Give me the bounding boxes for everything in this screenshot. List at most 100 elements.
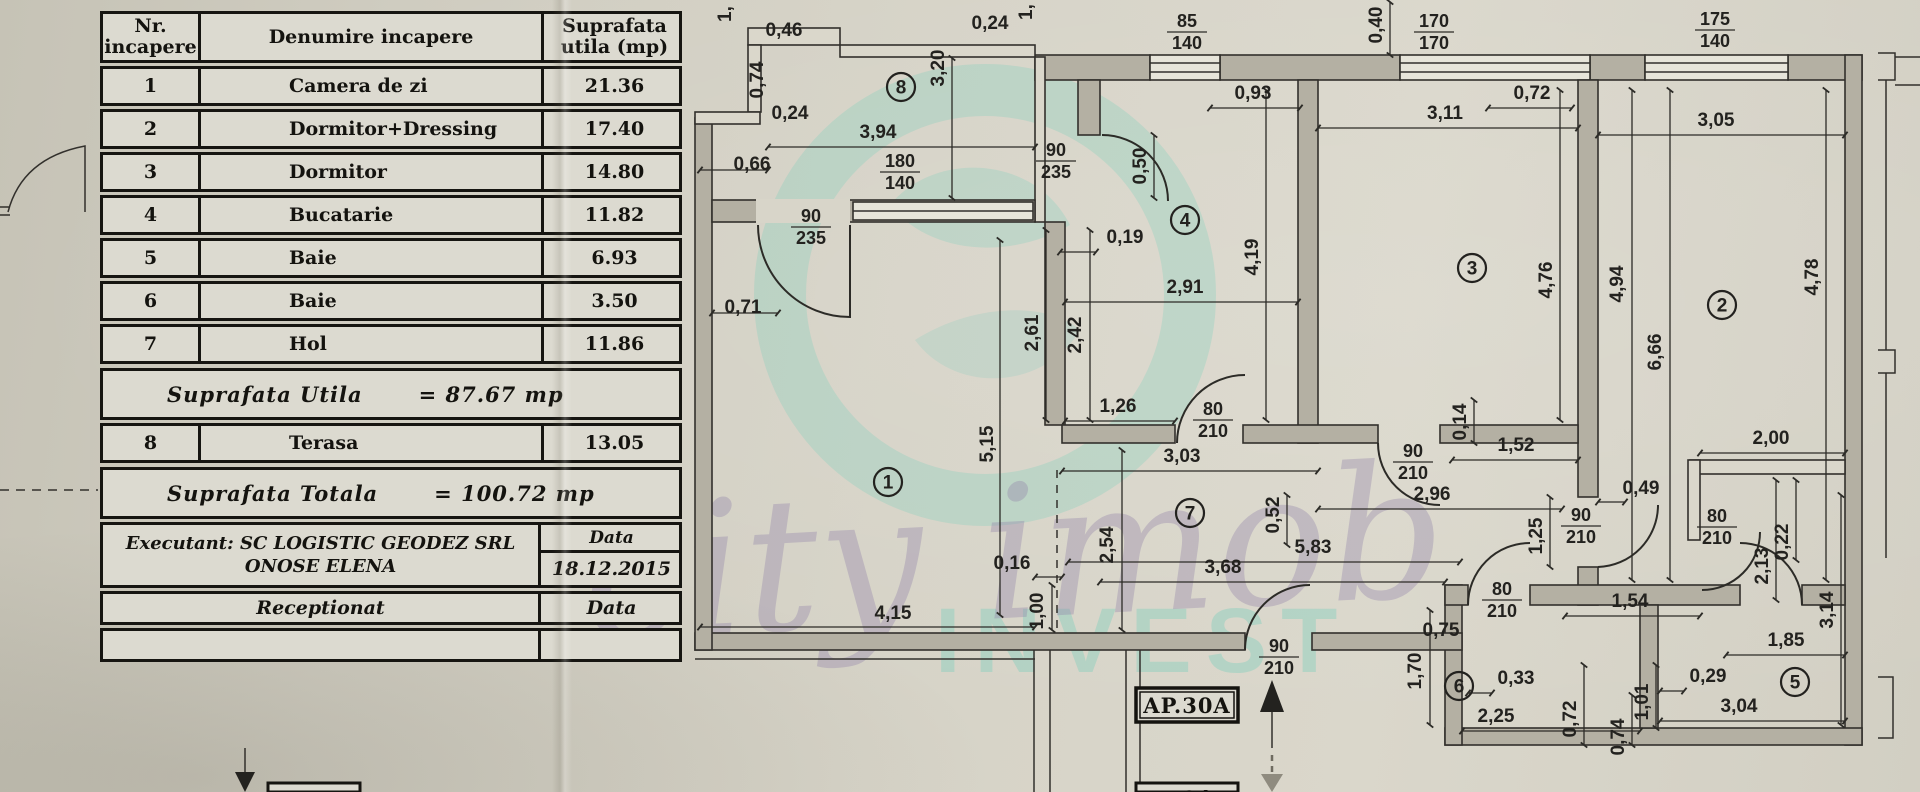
terrace-parapet: [747, 27, 841, 46]
dimension-label: 3,11: [1427, 103, 1463, 124]
room-number-circle: [1443, 670, 1475, 702]
room-number-text: 7: [1185, 504, 1196, 525]
door-arc: [757, 224, 851, 319]
closet-wall: [1689, 459, 1846, 475]
terrace-parapet: [694, 111, 761, 125]
dimension-label: 2,91: [1167, 277, 1204, 298]
dimension-label: 5,15: [977, 425, 998, 462]
interior-wall: [1242, 424, 1379, 444]
totala-label: Suprafata Totala: [167, 480, 379, 506]
empty-row: [100, 628, 682, 662]
window-170x170: [1399, 54, 1591, 81]
header-area: Suprafata utila (mp): [541, 14, 685, 60]
neighbor-label: AP.31A: [1142, 786, 1230, 792]
exterior-wall: [1844, 54, 1863, 746]
door-height-label: 210: [1198, 421, 1228, 441]
exit-arrow: [1261, 774, 1283, 792]
dimension-label: 0,40: [1366, 7, 1387, 44]
suprafata-totala-row: Suprafata Totala = 100.72 mp: [100, 467, 682, 519]
door-width-label: 90: [1571, 505, 1591, 525]
adjacent-drawing-fragments: [0, 52, 1920, 792]
dimension-label: 1,: [715, 6, 736, 22]
room-number-cell: 8: [143, 432, 158, 454]
room-area-cell: 17.40: [541, 112, 685, 146]
closet-wall: [1687, 459, 1701, 541]
dimension-label: 4,19: [1242, 239, 1263, 276]
stairwell-walls: [695, 650, 1141, 792]
dimension-label: 3,14: [1817, 591, 1838, 628]
dimension-label: 1,85: [1768, 630, 1805, 651]
exterior-wall: [1444, 584, 1463, 746]
dimension-label: 1,52: [1498, 435, 1535, 456]
dimension-label: 0,22: [1772, 524, 1793, 561]
room-number-cell: 2: [143, 118, 158, 140]
room-area-cell: 3.50: [541, 284, 685, 318]
room-number-circle: [1169, 204, 1201, 236]
dimension-label: 0,24: [772, 103, 809, 124]
room-area-cell: 6.93: [541, 241, 685, 275]
room-number-badge: 8: [885, 71, 917, 103]
room-number-badge: 2: [1706, 289, 1738, 321]
room-number-circle: [872, 466, 904, 498]
dimension-label: 0,50: [1130, 148, 1151, 185]
entrance-arrow: [1260, 680, 1284, 712]
door-height-label: 235: [1041, 162, 1071, 182]
dimension-label: 2,96: [1414, 484, 1451, 505]
room-area-cell: 14.80: [541, 155, 685, 189]
door-height-label: 170: [1419, 33, 1449, 53]
dimension-label: 0,19: [1107, 227, 1144, 248]
door-height-label: 210: [1566, 527, 1596, 547]
receptionat-row: Receptionat Data: [100, 591, 682, 625]
dimension-label: 0,24: [972, 13, 1009, 34]
room-area-cell: 11.86: [541, 327, 685, 361]
door-arc: [1467, 542, 1531, 606]
neighbor-outline: [1878, 52, 1920, 739]
totala-value: = 100.72 mp: [434, 480, 595, 506]
door-arcs: [757, 134, 1803, 651]
room-number-cell: 4: [143, 204, 158, 226]
receptionat-data-label: Data: [538, 594, 682, 622]
executant-cell: Executant: SC LOGISTIC GEODEZ SRL ONOSE …: [103, 525, 538, 585]
room-number-circle: [885, 71, 917, 103]
door-width-label: 90: [1269, 636, 1289, 656]
door-width-label: 80: [1203, 399, 1223, 419]
room-number-circle: [1706, 289, 1738, 321]
room-number-circle: [1174, 497, 1206, 529]
dimension-label: 4,78: [1802, 259, 1823, 296]
window-175x140: [1644, 54, 1789, 81]
room-name-cell: Baie: [198, 284, 541, 318]
room-number-text: 1: [883, 473, 894, 494]
exterior-wall: [694, 117, 713, 651]
room-area-table: Nr. incapere Denumire incapere Suprafata…: [100, 8, 682, 662]
dimension-label: 0,46: [766, 20, 803, 41]
dimension-label: 2,54: [1097, 526, 1118, 563]
dimension-label: 0,93: [1235, 83, 1272, 104]
dimension-label: 0,52: [1263, 497, 1284, 534]
room-number-circle: [1779, 666, 1811, 698]
terrace-edge: [839, 44, 1036, 58]
dimension-label: 0,29: [1690, 666, 1727, 687]
executant-row: Executant: SC LOGISTIC GEODEZ SRL ONOSE …: [100, 522, 682, 588]
door-height-label: 210: [1487, 601, 1517, 621]
door-height-label: 210: [1264, 658, 1294, 678]
exterior-wall: [1311, 632, 1463, 651]
terrace-side-wall: [1034, 56, 1046, 223]
left-down-arrow: [235, 772, 255, 792]
door-height-label: 210: [1702, 528, 1732, 548]
dimension-label: 0,66: [734, 154, 771, 175]
dimension-label: 0,33: [1498, 668, 1535, 689]
suprafata-utila-row: Suprafata Utila = 87.67 mp: [100, 368, 682, 420]
door-height-label: 140: [885, 173, 915, 193]
dimension-label: 3,20: [928, 50, 949, 87]
room-name-cell: Baie: [198, 241, 541, 275]
door-opening: [756, 199, 850, 223]
